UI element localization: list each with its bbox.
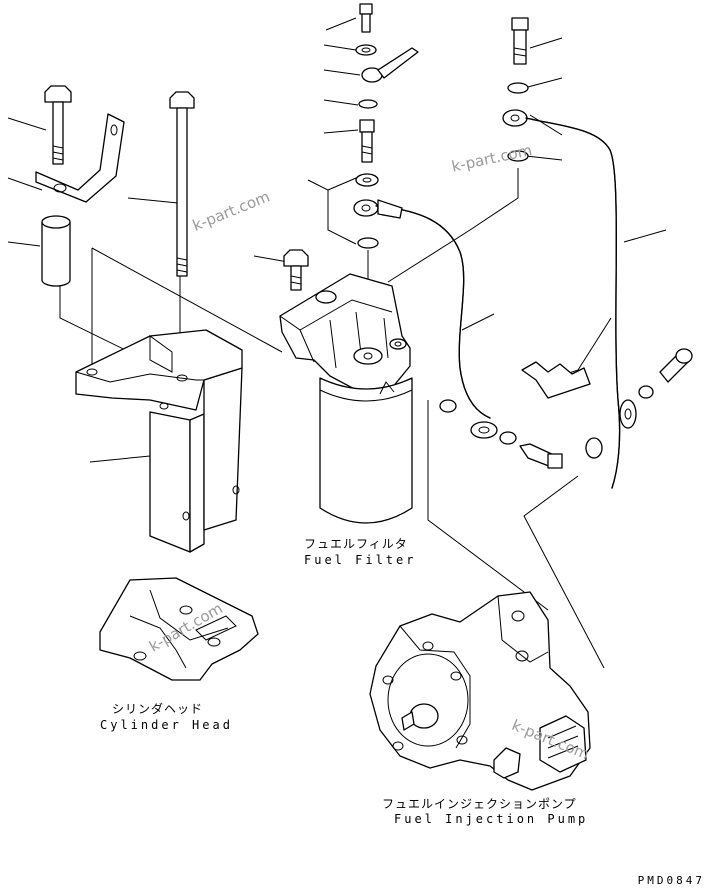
long-bolt <box>169 91 195 277</box>
fuel-filter-label-jp: フュエルフィルタ <box>304 537 408 551</box>
filter-bracket <box>75 329 243 553</box>
fuel-injection-pump <box>369 591 591 791</box>
injection-pump-label-jp: フュエルインジェクションポンプ <box>382 797 577 811</box>
l-bracket <box>35 113 125 203</box>
filter-mount-bolt <box>283 249 309 291</box>
center-parts-stack <box>353 3 419 249</box>
cylinder-head-label-jp: シリンダヘッド <box>112 702 204 716</box>
fuel-filter <box>279 273 413 524</box>
drawing-code: PMD0847 <box>637 874 705 887</box>
cylinder-head-label-en: Cylinder Head <box>100 718 233 732</box>
bolt-left <box>44 85 72 165</box>
fuel-pipe-center <box>375 199 563 469</box>
leader-lines <box>7 17 667 669</box>
spacer-collar <box>41 215 71 287</box>
injection-pump-label-en: Fuel Injection Pump <box>394 812 589 826</box>
fuel-filter-label-en: Fuel Filter <box>304 553 417 567</box>
fuel-pipe-right <box>521 117 693 489</box>
right-parts-stack <box>502 17 529 162</box>
cylinder-head-inset <box>99 577 259 681</box>
